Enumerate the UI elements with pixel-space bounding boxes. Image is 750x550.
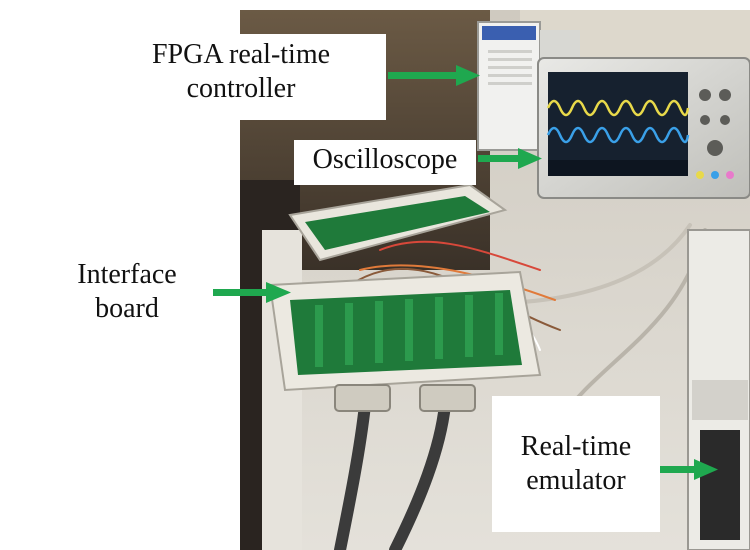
- label-interface-line2: board: [95, 293, 159, 324]
- label-oscilloscope: Oscilloscope: [294, 140, 476, 185]
- label-interface-line1: Interface: [77, 259, 177, 290]
- arrow-fpga: [388, 65, 480, 86]
- oscilloscope-device: [537, 57, 750, 199]
- arrow-emulator: [660, 459, 718, 480]
- label-emulator-line2: emulator: [526, 465, 626, 496]
- label-fpga-line2: controller: [186, 73, 296, 104]
- label-oscilloscope-text: Oscilloscope: [312, 144, 458, 175]
- label-interface-board: Interface board: [52, 258, 202, 334]
- real-time-emulator-device: [687, 229, 750, 550]
- arrow-interface: [213, 282, 291, 303]
- label-fpga-controller: FPGA real-time controller: [96, 34, 386, 120]
- arrow-oscilloscope: [478, 148, 542, 169]
- label-real-time-emulator: Real-time emulator: [492, 396, 660, 532]
- label-fpga-line1: FPGA real-time: [151, 39, 331, 70]
- label-emulator-line1: Real-time: [520, 431, 632, 462]
- interface-board-device: [268, 183, 542, 412]
